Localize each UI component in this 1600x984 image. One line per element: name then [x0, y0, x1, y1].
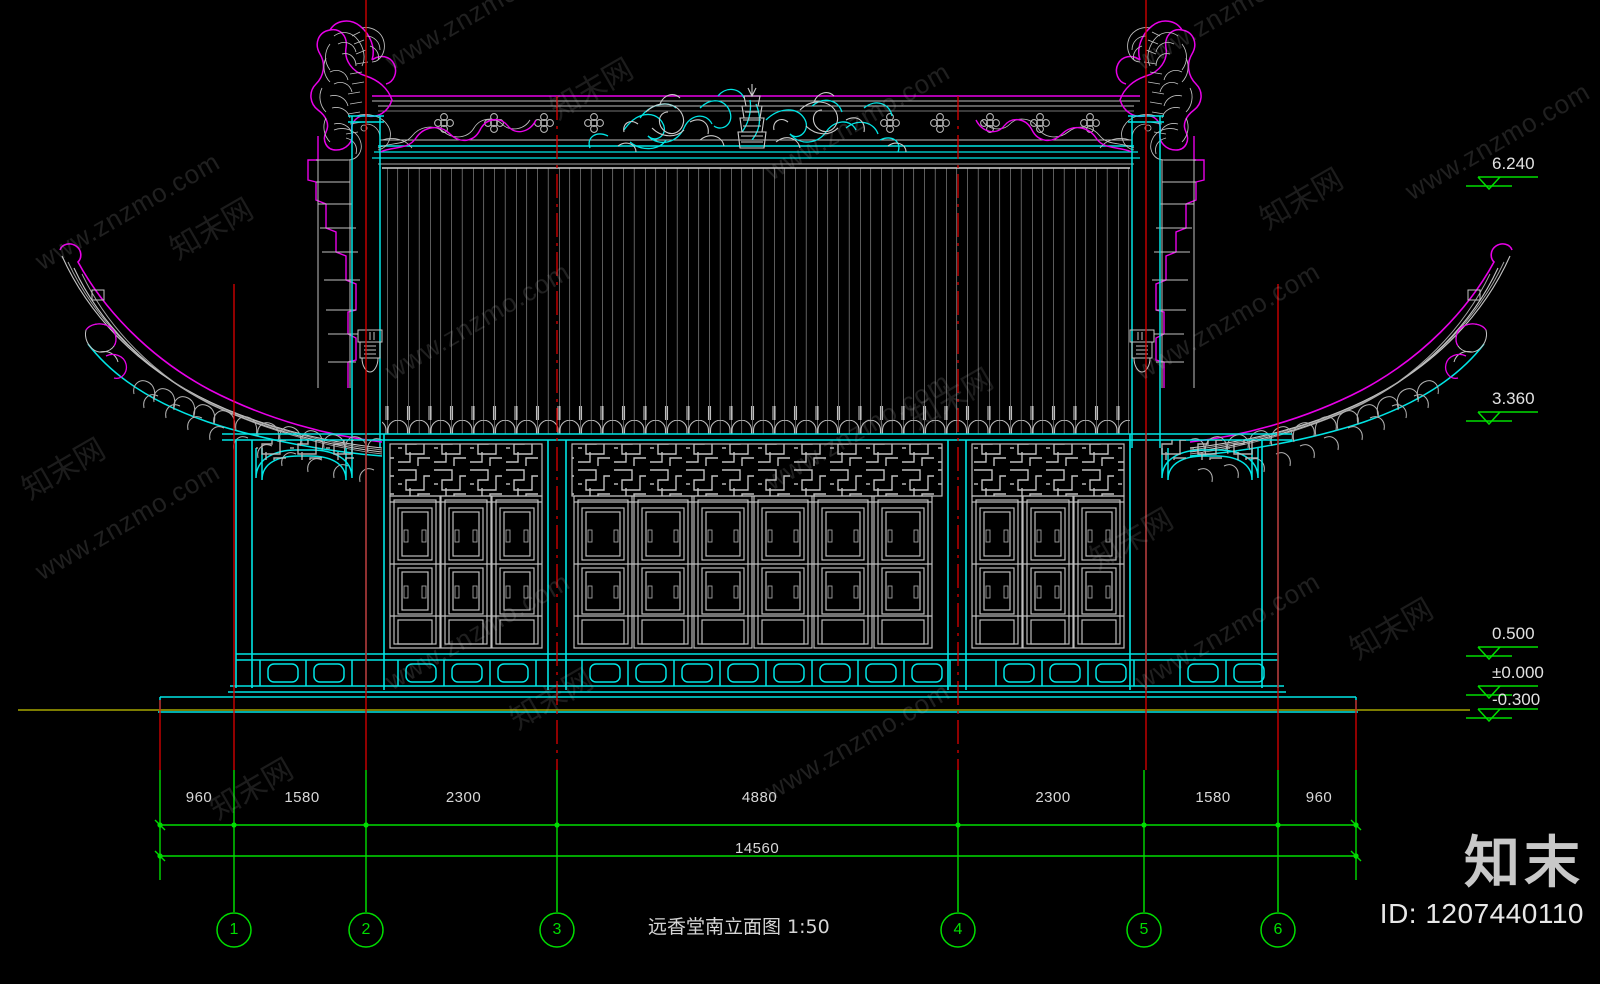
brand-block: 知末 ID: 1207440110	[1380, 836, 1584, 930]
asset-id-label: ID: 1207440110	[1379, 898, 1584, 929]
main-roof-tile-field	[382, 167, 1130, 434]
ridge-finial-right-chiwen	[975, 20, 1205, 388]
elevation-value-label: -0.300	[1492, 690, 1541, 709]
dimension-segment-label: 4880	[741, 789, 778, 806]
base-railing	[228, 653, 1286, 693]
dimension-segment-label: 1580	[1195, 789, 1231, 806]
elevation-value-label: 6.240	[1492, 154, 1535, 173]
grid-axis-number: 2	[361, 921, 371, 938]
elevation-markers	[1466, 176, 1538, 723]
grid-axis-number: 6	[1273, 921, 1283, 938]
grid-axis-number: 4	[953, 921, 963, 938]
grid-axis-bubbles	[216, 880, 1296, 948]
bracket-corbel-left	[357, 329, 383, 373]
lattice-transom-bay-2	[389, 443, 543, 497]
grid-axis-number: 3	[552, 921, 562, 938]
side-bay-fret-right	[1160, 440, 1258, 460]
dimension-segment-label: 2300	[445, 789, 482, 806]
dimension-segment-label: 1580	[284, 789, 320, 806]
ridge-rosette-row	[434, 113, 1100, 133]
door-panel-group-bay-3	[573, 495, 933, 649]
door-panel-group-bay-4	[971, 495, 1125, 649]
grid-axis-number: 5	[1139, 921, 1149, 938]
elevation-value-label: 0.500	[1492, 624, 1535, 643]
drawing-title: 远香堂南立面图 1:50	[648, 916, 830, 938]
main-ridge	[372, 95, 1140, 165]
ridge-center-dragon-ornament	[588, 84, 907, 153]
brand-logo-text: 知末	[1464, 831, 1584, 896]
side-bay-fret-left	[256, 440, 354, 460]
elevation-value-label: ±0.000	[1492, 663, 1544, 682]
elevation-value-label: 3.360	[1492, 389, 1535, 408]
dimension-segment-label: 960	[1305, 789, 1333, 806]
dimension-segment-label: 960	[185, 789, 213, 806]
bracket-corbel-right	[1129, 329, 1155, 373]
door-panel-group-bay-2	[389, 495, 543, 649]
dimension-chain	[154, 770, 1362, 880]
dimension-segment-label: 2300	[1035, 789, 1071, 806]
lattice-transom-bay-4	[971, 443, 1125, 497]
grid-axis-number: 1	[229, 921, 239, 938]
main-eave-tile-row	[382, 406, 1130, 434]
dimension-ticks	[157, 822, 1359, 859]
total-dimension-label: 14560	[735, 840, 780, 857]
axis-centerlines-red	[159, 0, 1357, 770]
left-hip-column-cap	[348, 115, 384, 448]
lattice-transom-bay-3	[571, 443, 943, 497]
